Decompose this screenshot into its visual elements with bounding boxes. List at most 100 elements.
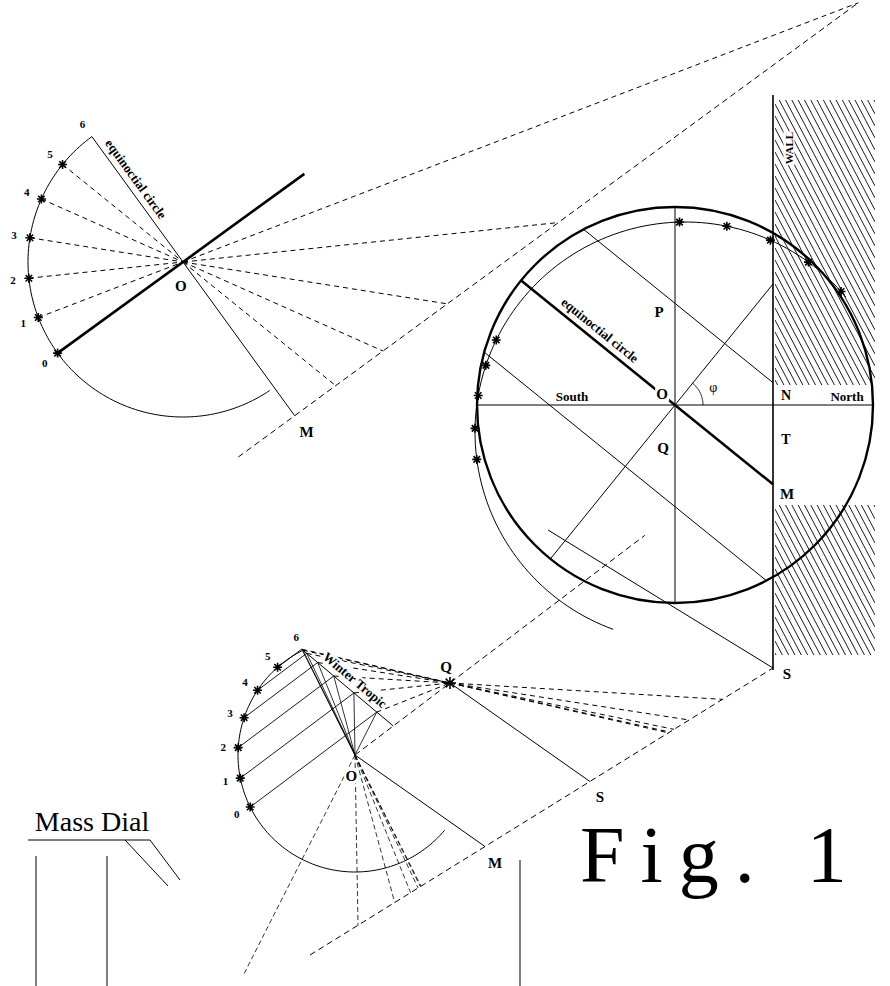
summer-tropic	[584, 229, 773, 382]
point-label: S	[782, 667, 792, 682]
hatch-line	[775, 332, 875, 385]
shadow-ray	[243, 755, 355, 975]
hatch-line	[775, 605, 875, 655]
hour-star	[53, 349, 62, 358]
hour-star	[246, 803, 255, 812]
tropic-construction	[234, 535, 773, 975]
meridian-section	[471, 95, 873, 670]
hour-line	[183, 3, 858, 262]
hour-star	[444, 677, 456, 689]
projection-line	[244, 663, 318, 718]
hatch-line	[775, 368, 875, 385]
direction-label: North	[829, 390, 864, 403]
tropic-hour-line	[450, 683, 670, 732]
hatch-line	[775, 344, 875, 385]
hatch-line	[775, 545, 875, 655]
hour-number: 4	[241, 676, 249, 687]
point-label: N	[780, 389, 792, 403]
circle-label: equinoctial circle	[559, 295, 642, 366]
point-label: M	[779, 487, 795, 502]
hatch-line	[775, 505, 875, 555]
hour-number: 3	[226, 707, 234, 718]
hour-number: 4	[23, 187, 31, 198]
hatch-line	[775, 521, 875, 655]
hour-ray	[30, 238, 183, 262]
hatch-line	[775, 236, 875, 385]
hour-line	[183, 262, 336, 386]
hour-number: 1	[20, 318, 28, 329]
stone-edge	[36, 856, 37, 986]
hour-line	[183, 223, 558, 262]
angle-label: φ	[708, 381, 718, 395]
hatch-line	[775, 505, 875, 655]
hour-star	[253, 686, 262, 695]
tropic-hour-line	[450, 683, 722, 699]
hatch-line	[775, 641, 875, 655]
hatch-line	[775, 380, 875, 385]
hatch-line	[775, 629, 875, 655]
construction-line	[548, 530, 773, 668]
hatch-line	[775, 200, 875, 385]
point-label: P	[653, 305, 664, 320]
hatch-line	[775, 128, 875, 318]
shadow-ray	[355, 755, 420, 887]
tropic-hour-line	[450, 683, 668, 733]
meridian-line	[355, 755, 485, 847]
polar-axis	[550, 284, 773, 559]
latitude-arc	[693, 383, 703, 405]
hatch-line	[775, 533, 875, 655]
hatch-line	[775, 100, 875, 282]
hatch-line	[775, 581, 875, 655]
hour-number: 2	[9, 274, 17, 285]
circle-label: equinoctial circle	[102, 136, 169, 222]
hour-star	[474, 391, 483, 400]
hatch-line	[775, 152, 875, 342]
shadow-ray	[354, 693, 355, 755]
tropic-label: Winter Tropic	[320, 649, 390, 711]
hatch-line	[775, 104, 875, 294]
equinoctial-construction	[24, 3, 858, 457]
point-label: M	[299, 424, 315, 439]
hour-ray	[29, 262, 183, 278]
hatch-line	[775, 100, 875, 102]
hatch-line	[775, 248, 875, 385]
shadow-ray	[355, 712, 377, 755]
hatch-line	[775, 176, 875, 366]
hour-star	[37, 194, 46, 203]
projected-circle	[475, 222, 846, 629]
hatch-line	[775, 653, 875, 655]
projection-line	[250, 712, 377, 807]
dial-line	[310, 668, 773, 955]
equinoctial-line	[521, 280, 773, 484]
construction-arc	[238, 650, 445, 872]
hour-star	[58, 160, 67, 169]
hatch-line	[775, 569, 875, 655]
hatch-line	[775, 100, 875, 270]
hour-number: 3	[10, 230, 18, 241]
hour-number: 6	[79, 118, 87, 129]
shadow-ray	[355, 755, 411, 893]
hour-number: 6	[293, 631, 301, 642]
hour-line	[183, 262, 447, 304]
hour-number: 2	[220, 741, 228, 752]
point-label: S	[595, 790, 605, 805]
shadow-ray	[334, 676, 355, 755]
wall-line	[772, 95, 774, 670]
shadow-ray	[355, 755, 421, 886]
hour-star	[34, 313, 43, 322]
tropic-ray	[377, 683, 450, 712]
hatch-line	[775, 505, 875, 507]
shadow-ray	[355, 755, 418, 888]
point-label: Q	[656, 441, 670, 456]
hour-star	[234, 743, 243, 752]
hour-star	[236, 774, 245, 783]
wall-hatching	[775, 505, 875, 655]
hatch-line	[775, 284, 875, 385]
figure-caption: Fig. 1	[580, 815, 863, 895]
hatch-line	[775, 505, 875, 651]
hour-star	[25, 233, 34, 242]
gnomon-line	[58, 174, 305, 353]
hour-star	[722, 222, 731, 231]
hatch-line	[775, 505, 875, 591]
projection-line	[240, 693, 354, 778]
